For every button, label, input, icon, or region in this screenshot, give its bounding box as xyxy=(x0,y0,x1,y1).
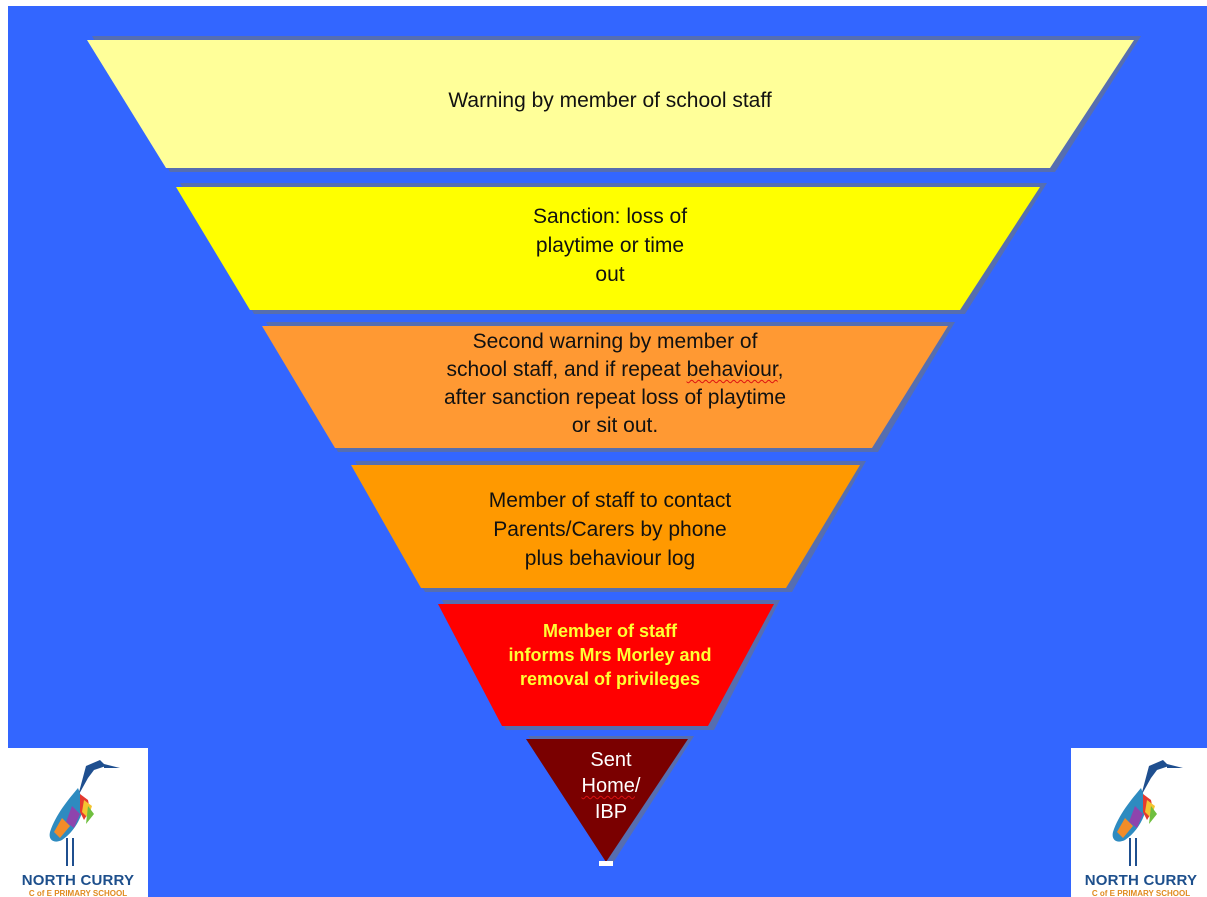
tier-2-line: playtime or time xyxy=(535,234,685,257)
tier-2-line: Sanction: loss of xyxy=(532,205,688,228)
tier-5-text: Member of staff informs Mrs Morley and r… xyxy=(455,619,765,691)
logo-subtitle: C of E PRIMARY SCHOOL xyxy=(1091,889,1191,897)
tier-4-text: Member of staff to contact Parents/Carer… xyxy=(440,486,780,573)
tier-3-text: Second warning by member of school staff… xyxy=(395,328,835,440)
tier-6-line: Sent xyxy=(590,749,632,771)
spellcheck-word: behaviour xyxy=(686,358,778,381)
tier-5-line: Member of staff xyxy=(542,621,677,641)
heron-icon xyxy=(1112,760,1183,866)
tier-4-line: Parents/Carers by phone xyxy=(493,518,727,541)
logo-subtitle: C of E PRIMARY SCHOOL xyxy=(28,889,128,897)
tier-4-contact-parents xyxy=(351,465,860,588)
tier-6-text: Sent Home/ IBP xyxy=(556,747,666,825)
tier-2-line: out xyxy=(595,263,625,286)
tier-6-sent-home xyxy=(526,739,688,862)
tier-5-line: informs Mrs Morley and xyxy=(508,645,712,665)
tier-6-line: Home/ xyxy=(556,773,666,799)
school-logo-right: NORTH CURRY C of E PRIMARY SCHOOL xyxy=(1071,748,1207,897)
heron-icon xyxy=(49,760,120,866)
tier-5-inform-head xyxy=(438,604,774,726)
tier-1-warning xyxy=(87,40,1134,168)
tier-3-line: school staff, and if repeat behaviour, xyxy=(395,356,835,384)
tier-4-line: Member of staff to contact xyxy=(488,489,732,512)
tier-3-line: after sanction repeat loss of playtime xyxy=(443,386,786,409)
slide-marker xyxy=(599,861,613,866)
logo-name: NORTH CURRY xyxy=(1084,872,1198,889)
tier-5-line: removal of privileges xyxy=(519,669,701,689)
tier-1-text: Warning by member of school staff xyxy=(448,89,772,112)
tier-2-sanction xyxy=(176,187,1040,310)
tier-3-line: or sit out. xyxy=(571,414,659,437)
tier-4-line: plus behaviour log xyxy=(524,547,696,570)
tier-3-line: Second warning by member of xyxy=(472,330,758,353)
spellcheck-word: Home xyxy=(581,775,635,797)
logo-name: NORTH CURRY xyxy=(21,872,135,889)
tier-3-line-part: , xyxy=(777,358,784,381)
tier-3-second-warning xyxy=(262,326,948,448)
school-logo-left: NORTH CURRY C of E PRIMARY SCHOOL xyxy=(8,748,148,897)
tier-2-text: Sanction: loss of playtime or time out xyxy=(470,202,750,289)
tier-6-line-part: / xyxy=(634,775,641,797)
tier-3-line-part: school staff, and if repeat xyxy=(446,358,687,381)
tier-6-line: IBP xyxy=(594,801,628,823)
